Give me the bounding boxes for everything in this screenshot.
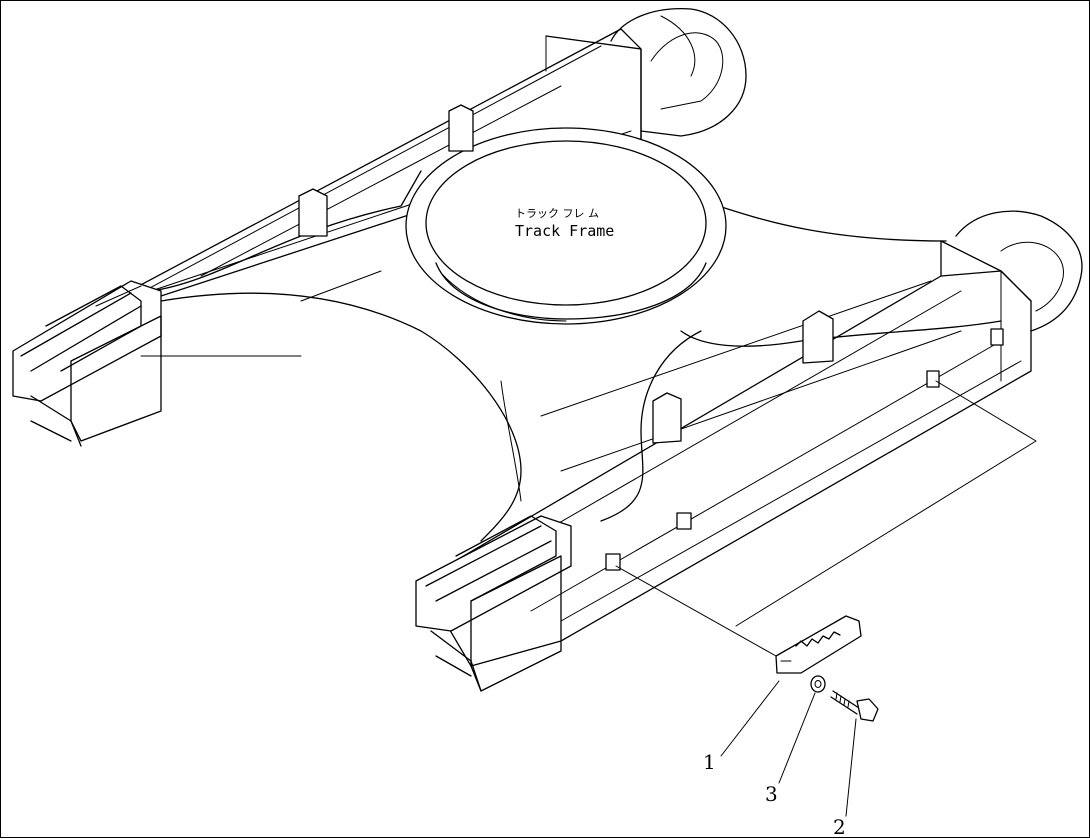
washer-part bbox=[810, 675, 826, 693]
callout-number-1: 1 bbox=[703, 750, 716, 774]
title-japanese: トラック フレ ム bbox=[515, 207, 599, 220]
lower-end-bracket bbox=[955, 210, 1083, 332]
upper-left-end-block bbox=[12, 280, 162, 447]
stiffener-blocks bbox=[298, 104, 834, 444]
callout-number-3: 3 bbox=[765, 782, 778, 806]
center-body bbox=[140, 170, 1002, 542]
plate-part bbox=[775, 615, 862, 674]
lower-left-end-block bbox=[415, 515, 572, 692]
bolt-part bbox=[830, 690, 879, 722]
leader-lines bbox=[615, 380, 1037, 657]
callout-number-2: 2 bbox=[833, 815, 846, 839]
swing-circle bbox=[405, 127, 727, 325]
upper-end-bracket bbox=[610, 7, 747, 137]
title-english: Track Frame bbox=[515, 222, 614, 240]
mounting-lugs bbox=[605, 328, 1004, 571]
callout-leaders bbox=[720, 680, 857, 817]
